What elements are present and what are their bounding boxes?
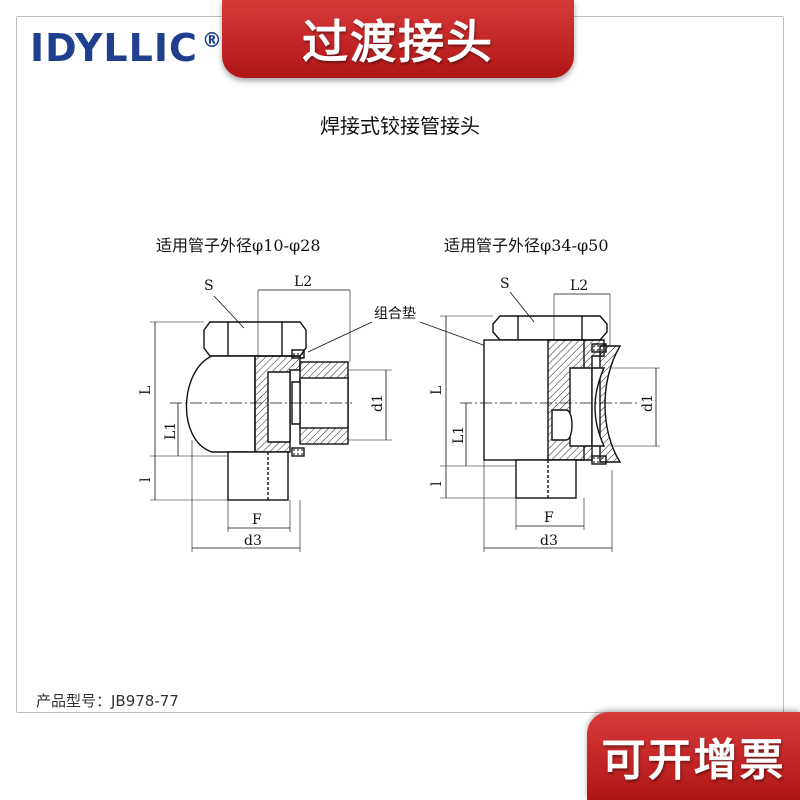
left-label-d1: d1 (370, 394, 386, 412)
banner-title: 过渡接头 (302, 15, 494, 69)
right-label-l-small: l (429, 481, 445, 486)
left-fitting-drawing (150, 289, 392, 552)
right-label-l: L (429, 386, 445, 395)
right-label-l2: L2 (570, 278, 588, 294)
invoice-banner-text: 可开增票 (601, 735, 786, 786)
brand-name: IDYLLIC (30, 26, 198, 70)
title-banner: 过渡接头 (222, 0, 574, 78)
gasket-label: 组合垫 (374, 306, 416, 322)
model-number: 产品型号：JB978-77 (36, 692, 179, 710)
left-label-l1: L1 (163, 422, 179, 440)
figure-caption-left: 适用管子外径φ10-φ28 (156, 236, 321, 255)
figure-caption-right: 适用管子外径φ34-φ50 (444, 236, 609, 255)
gasket-leader-lines (307, 321, 487, 353)
invoice-banner: 可开增票 (587, 712, 800, 800)
registered-mark: ® (201, 28, 223, 52)
right-label-s: S (500, 276, 510, 292)
brand-logo: IDYLLIC® (30, 26, 222, 70)
content-frame (16, 16, 784, 713)
right-label-l1: L1 (451, 426, 467, 444)
left-label-f: F (252, 512, 262, 528)
left-label-l-small: l (138, 477, 154, 482)
right-label-d1: d1 (640, 394, 656, 412)
left-label-d3: d3 (244, 533, 262, 549)
right-label-f: F (544, 510, 554, 526)
left-label-l2: L2 (294, 274, 312, 290)
page-subtitle: 焊接式铰接管接头 (320, 114, 480, 138)
left-label-l: L (138, 386, 154, 395)
right-label-d3: d3 (540, 533, 558, 549)
right-fitting-drawing (440, 291, 660, 552)
left-label-s: S (204, 278, 214, 294)
